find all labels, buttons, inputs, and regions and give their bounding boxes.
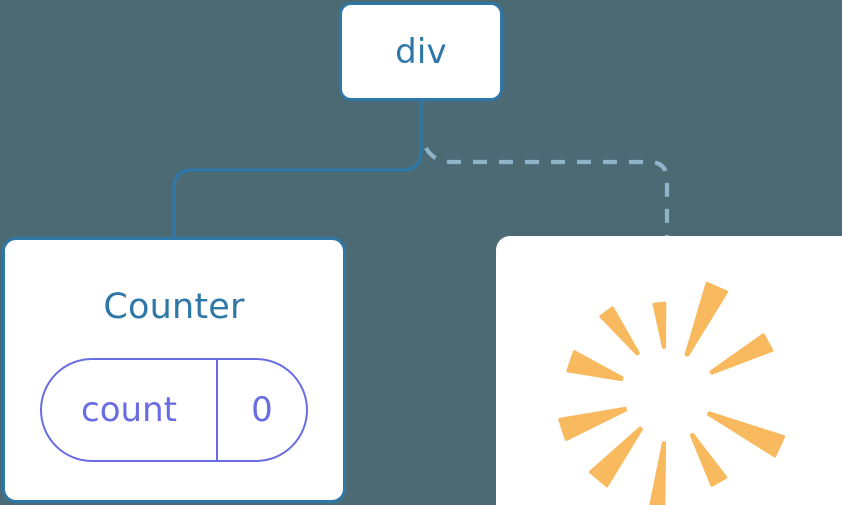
state-key-label: count bbox=[42, 360, 218, 460]
burst-ray-1 bbox=[684, 281, 729, 357]
node-spark-loading[interactable] bbox=[496, 236, 842, 505]
node-counter-label: Counter bbox=[103, 287, 245, 327]
edge-div-to-counter bbox=[172, 99, 423, 242]
state-pill-count[interactable]: count 0 bbox=[40, 358, 308, 462]
burst-ray-2 bbox=[652, 301, 667, 349]
node-div-label: div bbox=[395, 31, 447, 72]
burst-ray-7 bbox=[649, 441, 667, 505]
burst-ray-5 bbox=[558, 406, 628, 441]
burst-ray-4 bbox=[566, 350, 624, 382]
burst-ray-10 bbox=[709, 333, 774, 375]
node-counter[interactable]: Counter count 0 bbox=[2, 237, 346, 503]
state-value-label: 0 bbox=[251, 390, 273, 430]
edge-div-to-spark bbox=[424, 146, 670, 238]
burst-ray-9 bbox=[707, 411, 786, 458]
loading-burst-icon bbox=[558, 281, 786, 505]
burst-ray-3 bbox=[599, 306, 640, 356]
burst-ray-6 bbox=[588, 426, 643, 488]
burst-ray-8 bbox=[689, 432, 728, 487]
node-div[interactable]: div bbox=[339, 2, 503, 101]
